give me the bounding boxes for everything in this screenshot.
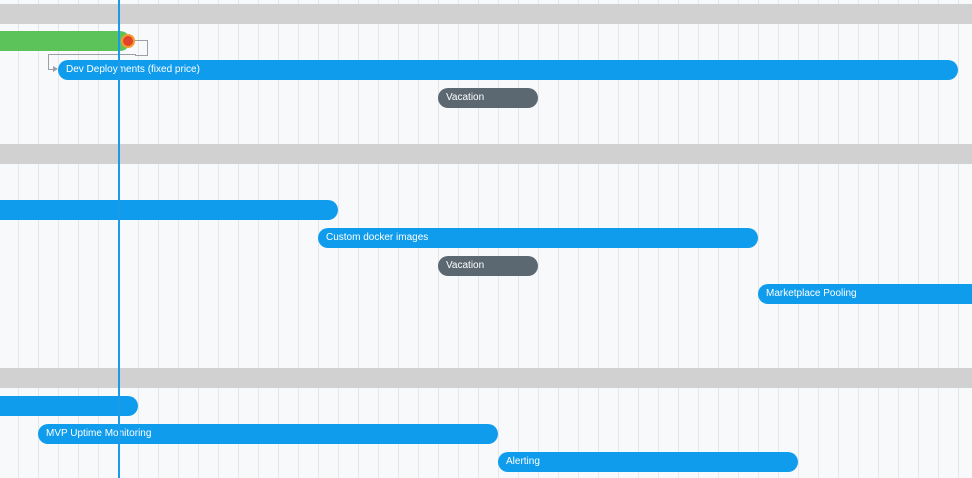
- task-bar-custom-docker-images[interactable]: Custom docker images: [318, 228, 758, 248]
- grid-column-line: [218, 0, 219, 478]
- grid-column-line: [258, 0, 259, 478]
- grid-column-line: [178, 0, 179, 478]
- grid-column-line: [138, 0, 139, 478]
- grid-column-line: [758, 0, 759, 478]
- grid-column-line: [158, 0, 159, 478]
- grid-column-line: [78, 0, 79, 478]
- lane-header: [0, 144, 972, 164]
- grid-column-line: [778, 0, 779, 478]
- grid-column-line: [278, 0, 279, 478]
- grid-column-line: [238, 0, 239, 478]
- grid-column-line: [98, 0, 99, 478]
- absence-bar-vacation[interactable]: Vacation: [438, 256, 538, 276]
- task-bar-mvp-uptime-monitoring[interactable]: MVP Uptime Monitoring: [38, 424, 498, 444]
- grid-column-line: [18, 0, 19, 478]
- completed-task-bar[interactable]: [0, 31, 130, 51]
- today-marker-line: [118, 0, 120, 478]
- grid-column-line: [858, 0, 859, 478]
- lane-header: [0, 4, 972, 24]
- task-bar[interactable]: [0, 396, 138, 416]
- grid-column-line: [878, 0, 879, 478]
- task-bar-dev-deployments[interactable]: Dev Deployments (fixed price): [58, 60, 958, 80]
- grid-column-line: [898, 0, 899, 478]
- grid-column-line: [198, 0, 199, 478]
- grid-column-line: [838, 0, 839, 478]
- grid-column-line: [958, 0, 959, 478]
- task-bar-marketplace-pooling[interactable]: Marketplace Pooling: [758, 284, 972, 304]
- dependency-connector: [48, 69, 54, 70]
- task-bar-alerting[interactable]: Alerting: [498, 452, 798, 472]
- absence-bar-vacation[interactable]: Vacation: [438, 88, 538, 108]
- dependency-connector: [135, 40, 148, 56]
- dependency-arrow-icon: [53, 66, 58, 72]
- grid-column-line: [938, 0, 939, 478]
- dependency-connector: [48, 54, 49, 69]
- grid-column-line: [818, 0, 819, 478]
- milestone-marker[interactable]: [121, 34, 135, 48]
- grid-column-line: [298, 0, 299, 478]
- dependency-connector: [48, 54, 136, 55]
- task-bar[interactable]: [0, 200, 338, 220]
- grid-column-line: [798, 0, 799, 478]
- grid-column-line: [58, 0, 59, 478]
- grid-column-line: [918, 0, 919, 478]
- grid-column-line: [38, 0, 39, 478]
- lane-header: [0, 368, 972, 388]
